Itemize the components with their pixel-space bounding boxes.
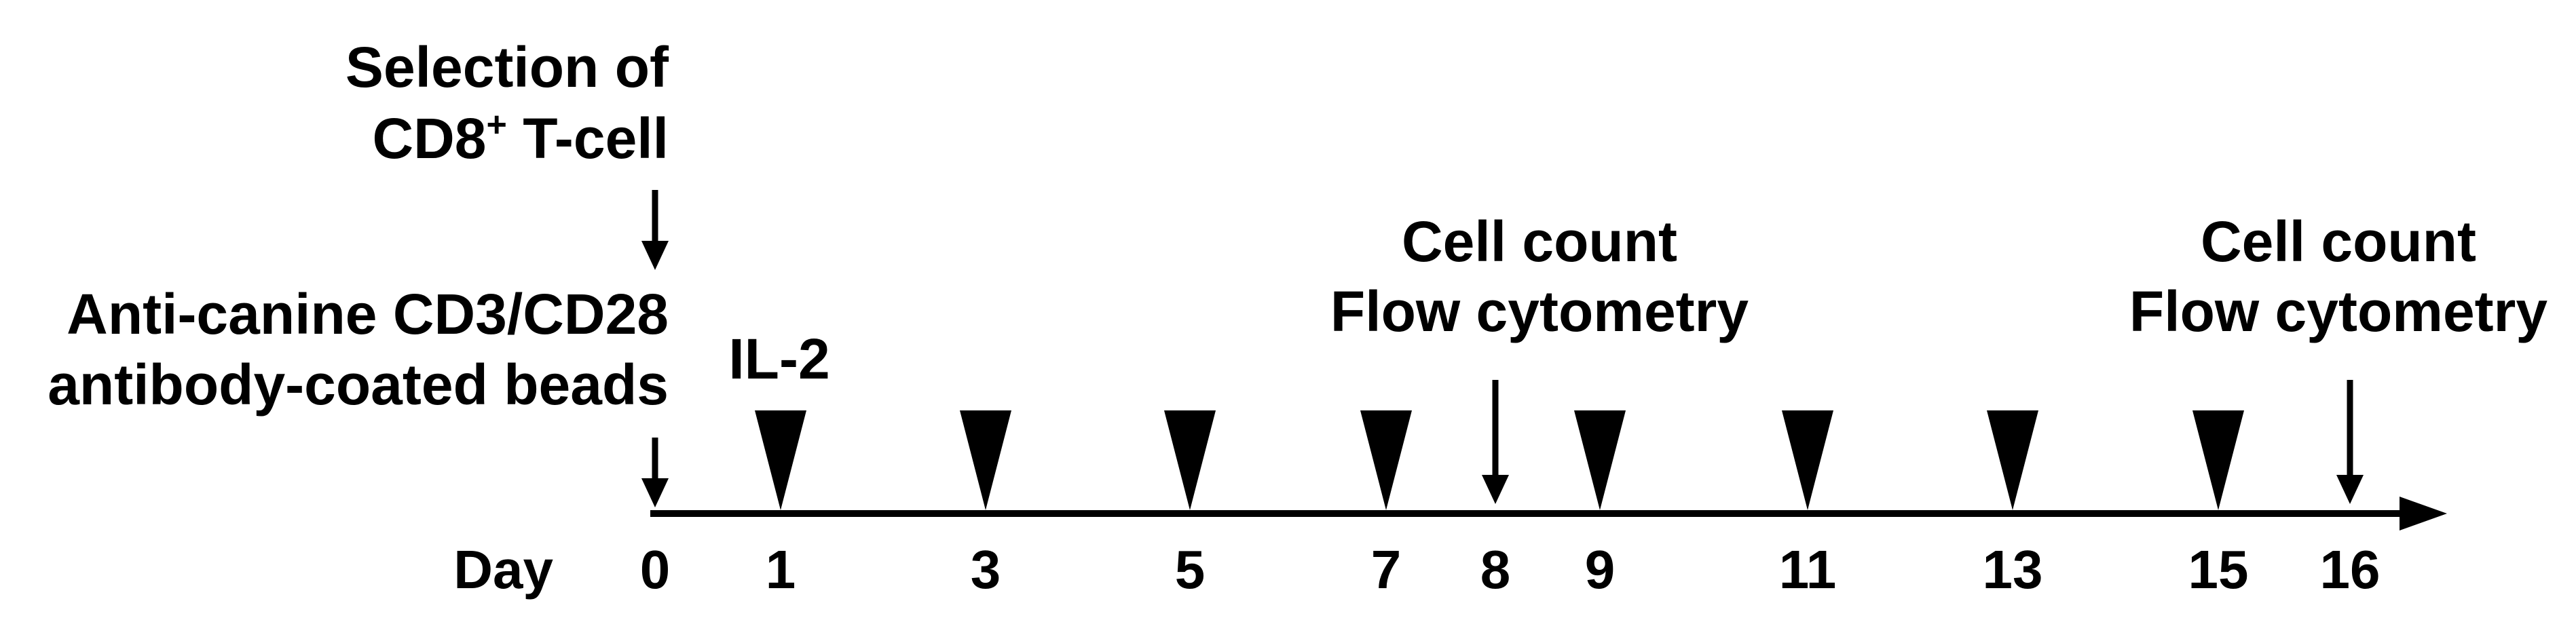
day-tick-label-9: 9	[1585, 539, 1616, 600]
day-tick-label-0: 0	[640, 539, 671, 600]
analysis-label-1-line2: Flow cytometry	[1330, 279, 1749, 343]
selection-label-line1: Selection of	[346, 35, 669, 99]
il2-triangle-day-11	[1782, 410, 1833, 510]
il2-triangle-day-13	[1987, 410, 2038, 510]
day-tick-label-8: 8	[1480, 539, 1511, 600]
il2-triangle-day-5	[1164, 410, 1216, 510]
timeline-arrowhead	[2400, 497, 2447, 530]
day-tick-label-1: 1	[766, 539, 796, 600]
analysis-arrows	[1482, 380, 2364, 504]
day-tick-label-16: 16	[2320, 539, 2381, 600]
beads-label-line2: antibody-coated beads	[48, 353, 669, 417]
analysis-label-2-line2: Flow cytometry	[2129, 279, 2547, 343]
analysis-label-2-line1: Cell count	[2201, 210, 2476, 273]
day-tick-label-11: 11	[1779, 539, 1837, 600]
il2-triangle-day-15	[2192, 410, 2244, 510]
selection-superscript: +	[487, 105, 507, 144]
day-axis-label: Day	[453, 539, 553, 600]
il2-triangle-day-1	[755, 410, 806, 510]
beads-down-arrow	[641, 438, 669, 507]
day-tick-label-3: 3	[971, 539, 1001, 600]
il2-triangle-day-9	[1574, 410, 1626, 510]
analysis-label-1-line1: Cell count	[1402, 210, 1677, 273]
day-tick-label-13: 13	[1983, 539, 2043, 600]
beads-label-line1: Anti-canine CD3/CD28	[67, 282, 669, 346]
selection-label-line2: CD8+ T-cell	[372, 105, 669, 170]
il2-markers	[755, 410, 2244, 510]
il2-triangle-day-3	[960, 410, 1011, 510]
il2-label: IL-2	[728, 327, 829, 391]
analysis-arrow-day-8	[1482, 380, 1509, 504]
analysis-arrow-day-16	[2336, 380, 2364, 504]
selection-down-arrow	[641, 190, 669, 270]
day-tick-label-15: 15	[2188, 539, 2249, 600]
selection-tcell-text: T-cell	[507, 107, 669, 170]
day-tick-label-7: 7	[1371, 539, 1402, 600]
timeline-axis	[650, 497, 2447, 530]
selection-cd8-text: CD8	[372, 107, 486, 170]
day-tick-label-5: 5	[1175, 539, 1206, 600]
il2-triangle-day-7	[1360, 410, 1412, 510]
